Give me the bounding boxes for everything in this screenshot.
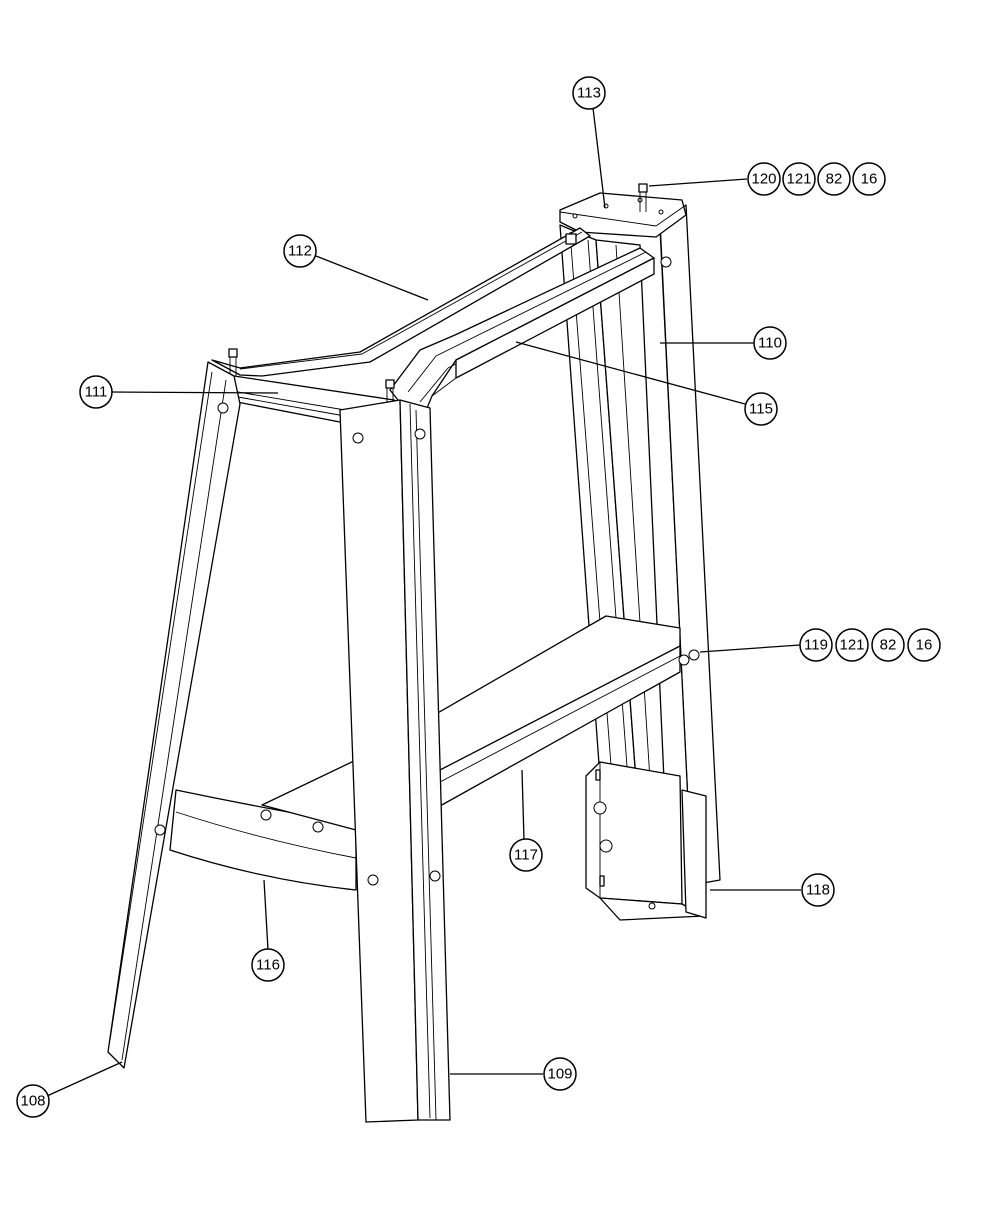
svg-text:115: 115 (749, 401, 773, 418)
top-bolt (638, 183, 648, 212)
callout-121-lower: 121 (835, 628, 869, 662)
front-top-bolts (228, 348, 395, 404)
callout-108: 108 (16, 1084, 50, 1118)
leader-lines (46, 107, 801, 1097)
svg-text:16: 16 (861, 171, 878, 188)
svg-text:112: 112 (288, 243, 312, 260)
callout-113: 113 (572, 76, 606, 110)
callout-110: 110 (753, 326, 787, 360)
front-left-leg (107, 361, 241, 1069)
callout-16-lower: 16 (907, 628, 941, 662)
callout-115: 115 (744, 392, 778, 426)
svg-text:16: 16 (916, 637, 933, 654)
lower-front-rail (169, 789, 357, 891)
svg-text:121: 121 (786, 171, 811, 188)
callout-120: 120 (747, 162, 781, 196)
svg-text:116: 116 (256, 957, 280, 974)
svg-text:121: 121 (839, 637, 864, 654)
mounting-bracket (585, 761, 707, 921)
svg-text:117: 117 (514, 847, 538, 864)
svg-text:82: 82 (880, 637, 897, 654)
callout-82-lower: 82 (871, 628, 905, 662)
callout-109: 109 (543, 1057, 577, 1091)
callout-118: 118 (801, 873, 835, 907)
callout-121: 121 (782, 162, 816, 196)
callout-117: 117 (509, 838, 543, 872)
callout-116: 116 (251, 948, 285, 982)
svg-text:119: 119 (804, 637, 828, 654)
top-rear-plate (559, 192, 687, 238)
callout-16: 16 (852, 162, 886, 196)
callout-119: 119 (799, 628, 833, 662)
svg-text:120: 120 (751, 171, 776, 188)
svg-text:108: 108 (20, 1093, 45, 1110)
front-right-leg (339, 399, 451, 1123)
callout-111: 111 (79, 375, 113, 409)
side-bolt (678, 654, 690, 666)
svg-text:110: 110 (758, 335, 782, 352)
svg-text:113: 113 (577, 85, 601, 102)
svg-text:82: 82 (826, 171, 843, 188)
svg-text:111: 111 (85, 384, 108, 401)
callout-82: 82 (817, 162, 851, 196)
side-top-rail (211, 227, 591, 377)
callout-112: 112 (283, 234, 317, 268)
svg-text:118: 118 (806, 882, 830, 899)
svg-text:109: 109 (547, 1066, 572, 1083)
